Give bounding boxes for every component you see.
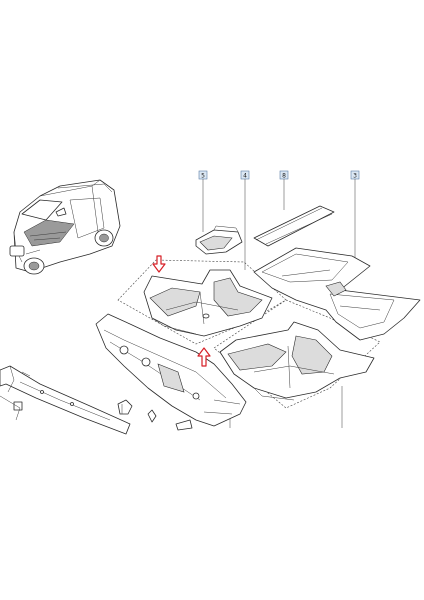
callout-8-label: 8 (282, 172, 286, 179)
callout-8: 8 (279, 170, 289, 179)
part-rear-mat (253, 247, 421, 341)
part-strip (253, 205, 335, 247)
callout-5: 5 (198, 170, 208, 179)
part-bracket (195, 225, 243, 255)
callout-5-label: 5 (201, 172, 205, 179)
down-arrow-icon (152, 255, 166, 273)
up-arrow-icon (197, 347, 211, 367)
callout-3-label: 3 (353, 172, 357, 179)
callout-4: 4 (240, 170, 250, 179)
part-cross-member (0, 365, 131, 435)
part-clips (117, 399, 193, 431)
van-thumbnail (9, 179, 121, 275)
part-middle-mat (219, 321, 375, 401)
part-bulkhead (95, 313, 247, 427)
callout-4-label: 4 (243, 172, 247, 179)
assembly-outline (117, 259, 381, 409)
part-front-mat (143, 269, 273, 337)
callout-3: 3 (350, 170, 360, 179)
